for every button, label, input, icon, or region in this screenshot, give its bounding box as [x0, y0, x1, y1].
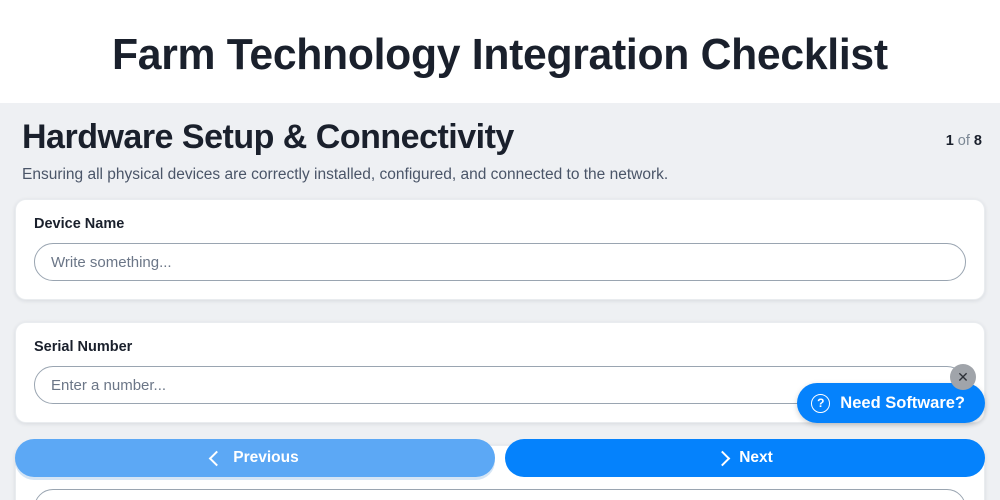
- help-widget: ? Need Software? ✕: [797, 364, 985, 423]
- step-of-label: of: [957, 133, 970, 149]
- title-banner: Farm Technology Integration Checklist: [0, 0, 1000, 103]
- chevron-left-icon: [208, 450, 225, 466]
- page-title: Farm Technology Integration Checklist: [112, 29, 888, 79]
- section-subtitle: Ensuring all physical devices are correc…: [22, 166, 669, 183]
- chevron-right-icon: [714, 450, 731, 466]
- need-software-label: Need Software?: [840, 393, 965, 412]
- need-software-button[interactable]: ? Need Software?: [797, 383, 985, 423]
- step-counter: 1 of 8: [946, 133, 982, 149]
- wizard-navigation: Previous Next: [0, 439, 1000, 477]
- device-name-input[interactable]: [34, 243, 966, 281]
- previous-button[interactable]: Previous: [15, 439, 495, 477]
- section-header: Hardware Setup & Connectivity 1 of 8 Ens…: [0, 103, 1000, 185]
- step-total: 8: [973, 133, 982, 149]
- previous-button-label: Previous: [233, 449, 299, 467]
- next-partial-input[interactable]: [34, 489, 966, 500]
- next-button[interactable]: Next: [505, 439, 985, 477]
- field-card-device-name: Device Name: [15, 199, 985, 300]
- field-label-serial-number: Serial Number: [34, 339, 133, 355]
- step-current: 1: [945, 133, 954, 149]
- field-label-device-name: Device Name: [34, 216, 125, 232]
- section-title: Hardware Setup & Connectivity: [22, 118, 514, 156]
- close-icon[interactable]: ✕: [950, 364, 976, 390]
- next-button-label: Next: [739, 449, 773, 467]
- question-circle-icon: ?: [811, 393, 831, 413]
